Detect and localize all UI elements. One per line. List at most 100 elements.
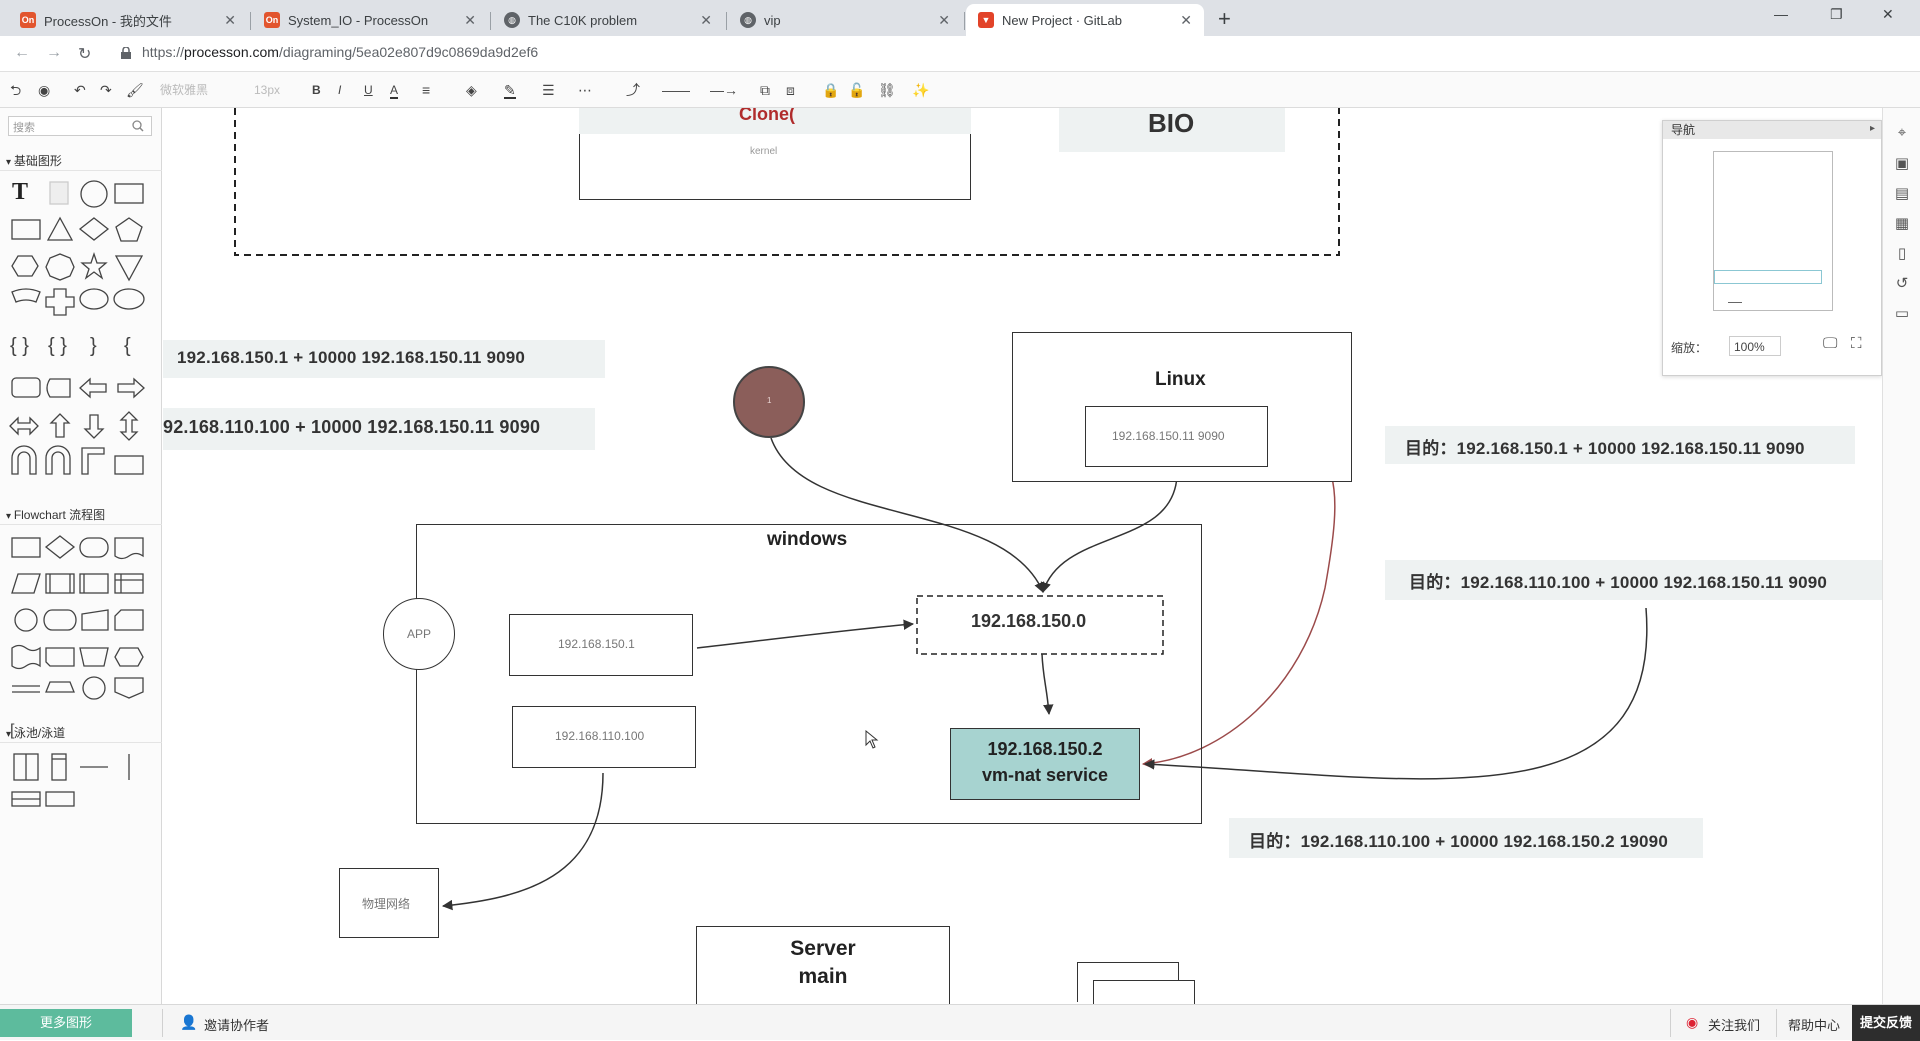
unlock-icon[interactable]: 🔓 [848,82,866,98]
close-icon[interactable]: ✕ [224,11,236,28]
minimize-icon[interactable]: — [1774,6,1788,22]
link-icon[interactable]: ⛓ [878,82,896,98]
server-title: Server [790,937,856,960]
win-ip-to-gateway-line [696,619,915,649]
tab-processon-files[interactable]: On ProcessOn - 我的文件 ✕ [8,4,248,36]
close-icon[interactable]: ✕ [938,11,950,28]
text-shade [579,108,971,136]
win-ip2-box[interactable]: 192.168.110.100 [512,706,696,768]
close-window-icon[interactable]: ✕ [1882,6,1894,22]
front-icon[interactable]: ⧉ [760,82,770,98]
line-start-icon[interactable]: —— [662,82,690,98]
search-icon[interactable] [132,120,144,132]
navigator-viewport[interactable] [1714,270,1822,284]
comment-icon[interactable]: ▭ [1894,305,1910,322]
add-user-icon: 👤 [180,1014,198,1030]
restore-icon[interactable]: ❐ [1830,6,1843,22]
reload-icon[interactable]: ↻ [78,46,92,63]
url-host: processon.com [184,44,279,60]
history-icon[interactable]: ↺ [1895,275,1909,292]
data-icon[interactable]: ▦ [1894,215,1910,232]
magic-icon[interactable]: ✨ [912,82,930,98]
windows-title: windows [767,529,848,550]
swimlane-shapes-grid[interactable] [0,748,162,818]
shape-search-input[interactable]: 搜索 [8,116,152,136]
processon-favicon-icon: On [20,12,36,28]
back-home-icon[interactable]: ⮌ [10,82,22,98]
collapse-icon[interactable]: ▸ [1869,123,1875,134]
redo-icon[interactable]: ↷ [100,82,112,98]
back-icon[interactable]: ← [14,44,30,61]
url-field[interactable]: https://processon.com/diagraming/5ea02e8… [142,44,538,60]
follow-us-link[interactable]: 关注我们 [1708,1018,1761,1033]
font-color-icon[interactable]: A [390,83,399,99]
tab-title: New Project · GitLab [1002,12,1122,28]
linux-socket-box[interactable]: 192.168.150.11 9090 [1085,406,1268,467]
win-ip1-label: 192.168.150.1 [558,637,635,651]
tab-c10k[interactable]: ◍ The C10K problem ✕ [492,4,724,36]
font-size-select[interactable]: 13px [254,83,281,97]
right-tool-strip: ⌖ ▣ ▤ ▦ ▯ ↺ ▭ [1882,108,1920,1004]
style-icon[interactable]: ▣ [1894,155,1910,172]
feedback-button[interactable]: 提交反馈 [1852,1005,1920,1041]
win-ip1-box[interactable]: 192.168.150.1 [509,614,693,676]
section-basic-shapes[interactable]: 基础图形 [6,152,62,169]
basic-shapes-grid[interactable]: T { } { } } { [0,174,162,594]
forward-icon[interactable]: → [46,44,62,61]
paint-icon[interactable]: 🖌 [126,82,144,98]
fill-icon[interactable]: ◈ [466,82,477,98]
invite-collaborator-button[interactable]: 邀请协作者 [204,1018,270,1033]
close-icon[interactable]: ✕ [700,11,712,28]
navigator-thumbnail[interactable] [1713,151,1833,311]
tab-vip[interactable]: ◍ vip ✕ [728,4,962,36]
lock-shape-icon[interactable]: 🔒 [822,82,840,98]
close-icon[interactable]: ✕ [1180,11,1192,28]
tab-system-io[interactable]: On System_IO - ProcessOn ✕ [252,4,488,36]
section-flowchart[interactable]: Flowchart 流程图 [6,506,105,523]
diagram-canvas[interactable]: Clone( kernel BIO 192.168.150.1 + 10000 … [163,108,1920,1004]
font-family-select[interactable]: 微软雅黑 [160,83,209,97]
clone-label: Clone( [739,108,795,124]
browser-tab-bar: On ProcessOn - 我的文件 ✕ On System_IO - Pro… [0,0,1920,36]
fit-screen-icon[interactable]: 🖵 [1823,335,1838,352]
help-center-link[interactable]: 帮助中心 [1788,1018,1841,1033]
navigator-title: 导航 [1663,121,1881,139]
line-width-icon[interactable]: ☰ [542,82,555,98]
line-style-icon[interactable]: ⋯ [578,82,592,98]
page-settings-icon[interactable]: ▤ [1894,185,1910,202]
svg-text:{ }: { } [48,335,67,357]
format-painter-icon[interactable]: ◉ [38,82,51,98]
zoom-label: 缩放： [1671,341,1708,355]
kernel-label: kernel [750,146,778,157]
lock-icon [121,47,131,59]
flowchart-shapes-grid[interactable] [0,528,162,704]
nat-service-box[interactable]: 192.168.150.2 vm-nat service [950,728,1140,800]
fullscreen-icon[interactable]: ⛶ [1851,335,1862,352]
windows-box[interactable]: windows [416,524,1202,824]
locate-icon[interactable]: ⌖ [1897,124,1907,141]
undo-icon[interactable]: ↶ [74,82,86,98]
zoom-input[interactable]: 100% [1729,336,1781,356]
page-icon[interactable]: ▯ [1897,245,1907,262]
line-end-icon[interactable]: —→ [710,82,738,98]
physical-network-box[interactable]: 物理网络 [339,868,439,938]
underline-icon[interactable]: U [364,83,373,97]
new-tab-button[interactable]: + [1218,6,1231,31]
app-circle[interactable]: APP [383,598,455,670]
client-circle[interactable]: 1 [733,366,805,438]
close-icon[interactable]: ✕ [464,11,476,28]
linux-box[interactable]: Linux 192.168.150.11 9090 [1012,332,1352,482]
line-color-icon[interactable]: ✎ [504,82,516,99]
section-swimlane[interactable]: 泳池/泳道 [6,724,65,741]
back-layer-icon[interactable]: ⧈ [786,82,795,98]
stacked-box-front[interactable] [1093,980,1195,1004]
align-icon[interactable]: ≡ [422,82,431,98]
bold-icon[interactable]: B [312,83,321,97]
navigator-panel: 导航 ▸ 缩放： 100% 🖵 ⛶ [1662,120,1882,376]
kernel-box[interactable]: kernel [579,134,971,200]
italic-icon[interactable]: I [338,83,342,97]
more-shapes-button[interactable]: 更多图形 [0,1009,132,1037]
tab-gitlab[interactable]: ▼ New Project · GitLab ✕ [966,4,1204,36]
connector-icon[interactable]: ⤴ [626,82,640,98]
server-box[interactable]: Server main [696,926,950,1004]
